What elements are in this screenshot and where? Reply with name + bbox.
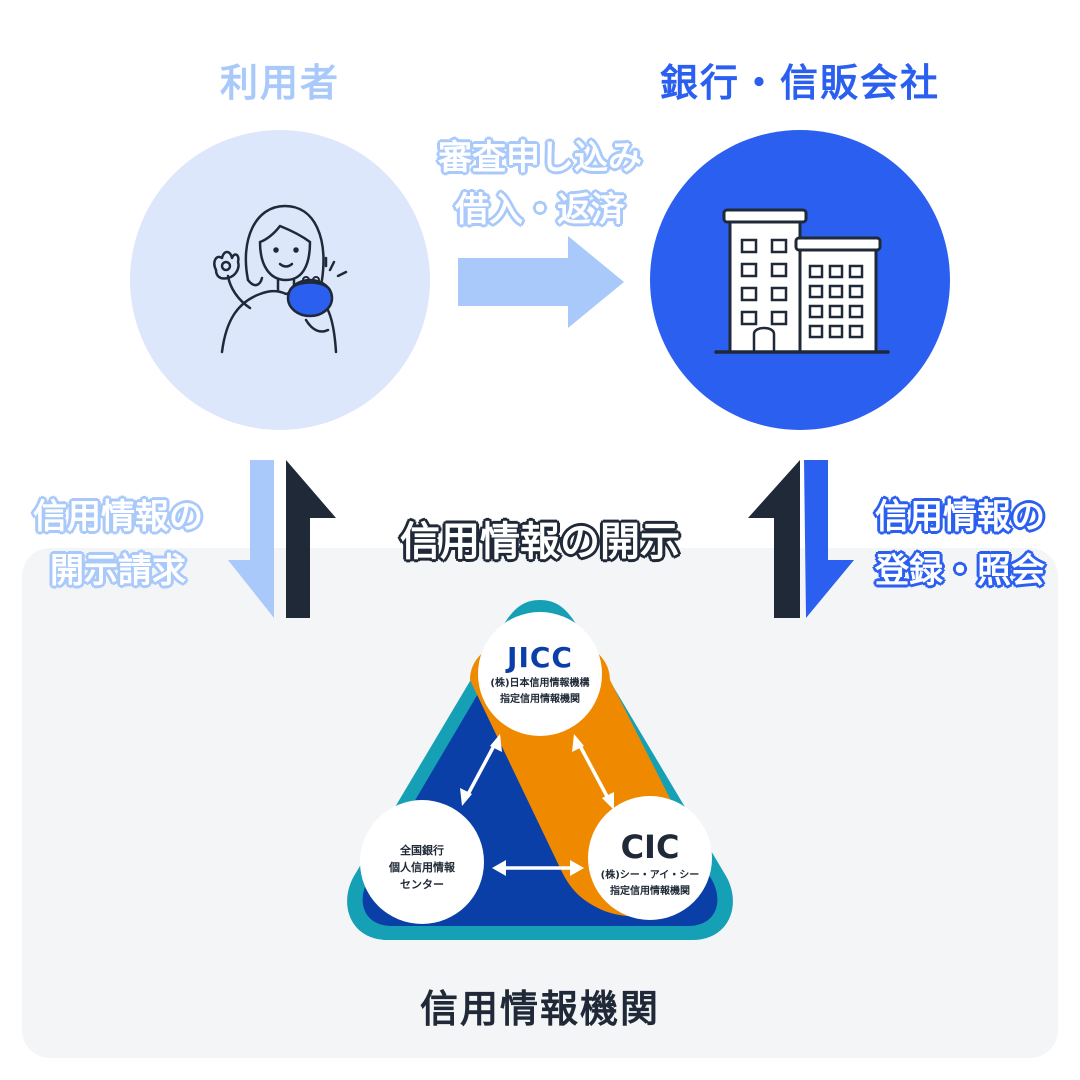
user-circle <box>130 130 430 430</box>
woman-with-wallet-icon <box>213 204 348 354</box>
application-label: 審査申し込み 借入・返済 <box>400 132 680 236</box>
cic-name: (株)シー・アイ・シー <box>600 870 700 881</box>
register-line2: 登録・照会 <box>875 551 1045 591</box>
jicc-name: (株)日本信用情報機構 <box>490 678 590 689</box>
jicc-node: JICC (株)日本信用情報機構 指定信用情報機関 <box>480 640 600 708</box>
bureau-title: 信用情報機関 <box>419 987 660 1031</box>
disclosure-request-label: 信用情報の 開示請求 <box>18 490 218 598</box>
user-title: 利用者 <box>219 61 340 105</box>
register-arrow-blue <box>804 460 854 618</box>
application-arrow <box>458 236 624 328</box>
disclosure-request-line1: 信用情報の <box>33 497 203 537</box>
cic-node: CIC (株)シー・アイ・シー 指定信用情報機関 <box>590 826 710 900</box>
bank-title: 銀行・信販会社 <box>659 61 940 105</box>
cic-sub: 指定信用情報機関 <box>610 886 690 897</box>
jicc-logo: JICC <box>507 641 573 674</box>
bureau-triangle <box>347 600 733 940</box>
disclosure-label: 信用情報の開示 <box>400 519 680 565</box>
zengin-line1: 全国銀行 <box>400 844 444 857</box>
zengin-node: 全国銀行 個人信用情報 センター <box>362 842 482 893</box>
disclosure-arrow-left <box>286 460 336 618</box>
bank-circle <box>650 130 950 430</box>
disclosure-request-line2: 開示請求 <box>50 551 186 591</box>
cic-logo: CIC <box>620 828 680 866</box>
zengin-line3: センター <box>400 878 444 891</box>
register-label: 信用情報の 登録・照会 <box>860 490 1060 598</box>
register-arrow-dark <box>748 460 800 618</box>
register-line1: 信用情報の <box>875 497 1045 537</box>
building-icon <box>714 208 890 354</box>
zengin-line2: 個人信用情報 <box>389 861 455 874</box>
jicc-sub: 指定信用情報機関 <box>500 694 580 705</box>
disclosure-request-arrow <box>228 460 274 618</box>
application-line1: 審査申し込み <box>438 138 642 178</box>
application-line2: 借入・返済 <box>455 190 625 230</box>
